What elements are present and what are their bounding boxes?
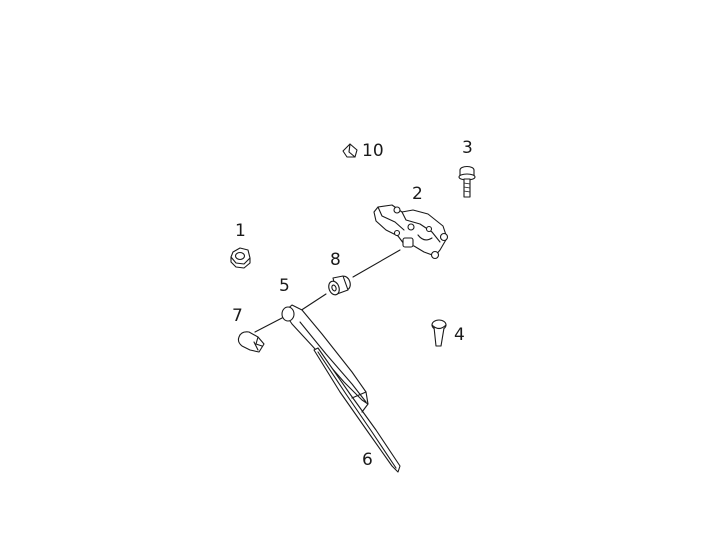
label-part-8: 8 [330,250,341,270]
label-part-6: 6 [362,450,373,470]
part-6-wiper-blade[interactable] [313,347,401,473]
part-3-bolt[interactable] [458,165,476,198]
part-2-motor-bracket[interactable] [373,204,449,260]
label-part-5: 5 [279,276,290,296]
part-4-clip[interactable] [431,319,447,347]
label-part-4: 4 [454,325,465,345]
label-part-2: 2 [412,184,423,204]
label-part-10: 10 [362,141,384,161]
leader-line-7-to-5 [254,317,283,333]
part-10-clip[interactable] [342,143,358,158]
part-8-grommet[interactable] [327,275,352,297]
part-7-cap[interactable] [237,331,265,353]
leader-line-8-to-2 [352,249,401,278]
part-5-wiper-arm[interactable] [281,304,369,405]
label-part-7: 7 [232,306,243,326]
leader-line-5-to-8 [299,293,327,312]
label-part-3: 3 [462,138,473,158]
label-part-1: 1 [235,221,246,241]
part-1-nut[interactable] [230,247,251,269]
